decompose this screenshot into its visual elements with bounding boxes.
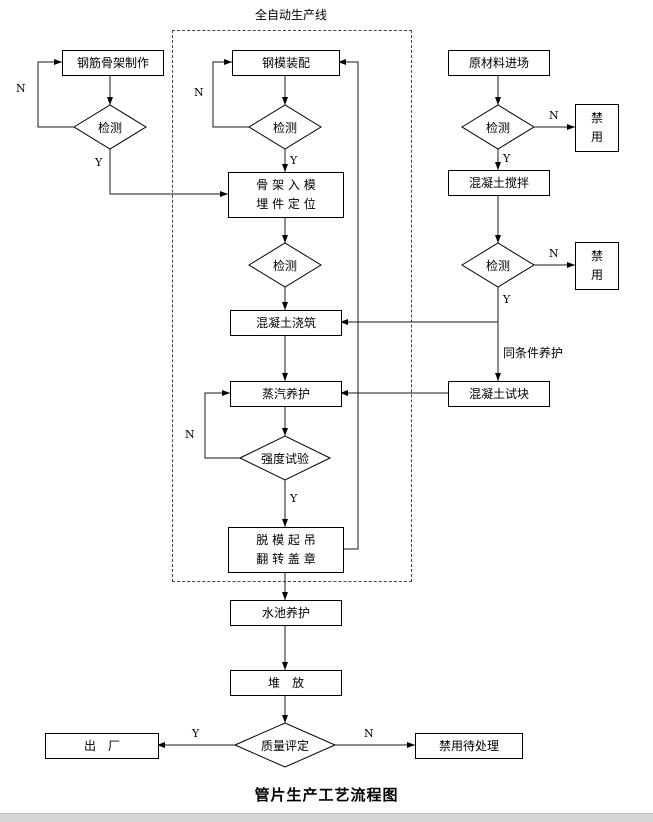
node-label-line2: 埋 件 定 位 bbox=[256, 197, 316, 211]
node-label-line2: 用 bbox=[590, 268, 603, 282]
edge-strength-n-loop bbox=[204, 390, 240, 459]
diamond-inspect-mold bbox=[248, 104, 322, 150]
node-label: 钢模装配 bbox=[261, 55, 310, 70]
node-forbidden-pending-treatment: 禁用待处理 bbox=[415, 733, 523, 759]
node-label-line2: 用 bbox=[590, 130, 603, 144]
edge-label-y-mixing: Y bbox=[503, 293, 511, 306]
node-steam-curing: 蒸汽养护 bbox=[230, 381, 342, 407]
node-concrete-mixing: 混凝土搅拌 bbox=[448, 170, 550, 196]
diamond-label-quality-evaluation: 质量评定 bbox=[260, 738, 309, 753]
node-label: 混凝土浇筑 bbox=[255, 315, 316, 330]
diamond-quality-evaluation bbox=[233, 722, 337, 768]
node-concrete-test-block: 混凝土试块 bbox=[448, 381, 550, 407]
edge-label-n-raw: N bbox=[549, 109, 559, 122]
node-label: 蒸汽养护 bbox=[261, 386, 310, 401]
node-label-line1: 禁 bbox=[590, 111, 603, 126]
node-label: 堆 放 bbox=[267, 675, 304, 690]
edge-label-n-mold: N bbox=[194, 86, 204, 99]
node-label-line1: 禁 bbox=[590, 249, 603, 264]
node-label: 钢筋骨架制作 bbox=[76, 55, 149, 70]
node-raw-material-entry: 原材料进场 bbox=[448, 50, 550, 76]
diamond-inspect-mixing bbox=[461, 242, 535, 288]
node-label-line1: 骨 架 入 模 bbox=[256, 178, 316, 193]
node-label: 水池养护 bbox=[261, 605, 310, 620]
node-label-line2: 翻 转 盖 章 bbox=[256, 552, 316, 566]
edge-label-y-raw: Y bbox=[503, 152, 511, 165]
edge-inspect-n-loop-left bbox=[37, 59, 74, 128]
bottom-scrollbar bbox=[0, 813, 653, 822]
diamond-label-inspect-after-mold: 检测 bbox=[272, 258, 297, 273]
edge-label-n-skeleton: N bbox=[16, 82, 26, 95]
edge-label-n-mixing: N bbox=[549, 247, 559, 260]
node-label: 出 厂 bbox=[83, 738, 120, 753]
edge-label-y-mold: Y bbox=[290, 154, 298, 167]
node-skeleton-into-mold: 骨 架 入 模 埋 件 定 位 bbox=[228, 172, 344, 218]
node-steel-mold-assembly: 钢模装配 bbox=[232, 50, 340, 76]
node-stacking: 堆 放 bbox=[230, 670, 342, 696]
diamond-strength-test bbox=[238, 435, 332, 481]
diamond-label-inspect-skeleton: 检测 bbox=[97, 120, 122, 135]
diamond-inspect-raw-material bbox=[461, 104, 535, 150]
diamond-label-strength-test: 强度试验 bbox=[260, 451, 309, 466]
edge-label-y-strength: Y bbox=[290, 492, 298, 505]
edge-inspect-y-to-mold-entry bbox=[109, 149, 228, 197]
node-steel-skeleton-making: 钢筋骨架制作 bbox=[62, 50, 164, 76]
edge-label-y-skeleton: Y bbox=[95, 156, 103, 169]
node-forbidden-mix: 禁 用 bbox=[575, 242, 619, 290]
node-label: 混凝土试块 bbox=[468, 386, 529, 401]
edge-mold-inspect-n-loop bbox=[212, 59, 249, 128]
diagram-title: 管片生产工艺流程图 bbox=[254, 786, 399, 804]
edge-label-n-quality: N bbox=[364, 727, 374, 740]
node-pool-curing: 水池养护 bbox=[230, 600, 342, 626]
node-label: 原材料进场 bbox=[468, 55, 529, 70]
diamond-label-inspect-mold: 检测 bbox=[272, 120, 297, 135]
diamond-label-inspect-mixing: 检测 bbox=[485, 258, 510, 273]
diamond-label-inspect-raw: 检测 bbox=[485, 120, 510, 135]
diamond-inspect-after-mold bbox=[248, 242, 322, 288]
edge-label-n-strength: N bbox=[185, 428, 195, 441]
node-forbidden-raw: 禁 用 bbox=[575, 104, 619, 152]
node-label: 禁用待处理 bbox=[438, 738, 499, 753]
node-demold-lift-flip-stamp: 脱 模 起 吊 翻 转 盖 章 bbox=[228, 527, 344, 573]
auto-production-line-region bbox=[172, 30, 412, 582]
auto-production-line-label: 全自动生产线 bbox=[254, 8, 327, 22]
node-label-line1: 脱 模 起 吊 bbox=[256, 533, 316, 548]
diamond-inspect-skeleton bbox=[73, 104, 147, 150]
node-label: 混凝土搅拌 bbox=[468, 175, 529, 190]
edge-demold-mold-return bbox=[338, 59, 359, 550]
node-leave-factory: 出 厂 bbox=[45, 733, 159, 759]
edge-label-same-condition-curing: 同条件养护 bbox=[503, 346, 564, 360]
edge-label-y-quality: Y bbox=[192, 727, 200, 740]
node-concrete-pouring: 混凝土浇筑 bbox=[230, 310, 342, 336]
